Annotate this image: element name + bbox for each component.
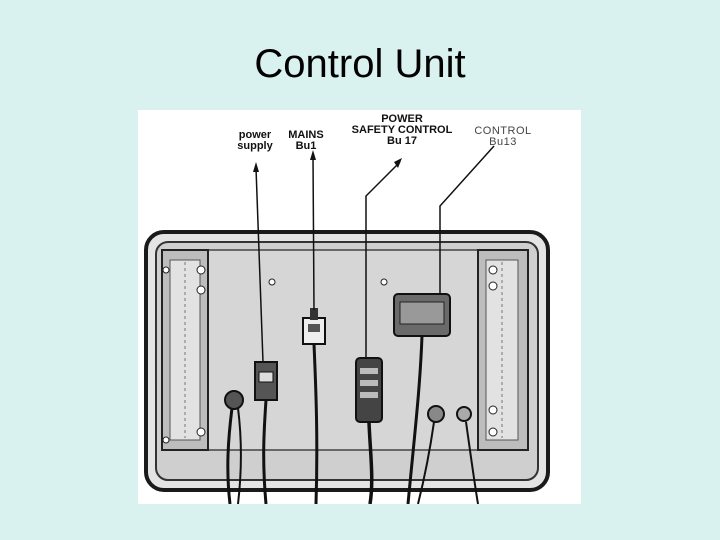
control-unit-drawing <box>144 145 550 504</box>
label-psc-line3: Bu 17 <box>387 135 417 147</box>
label-control-line2: Bu13 <box>489 136 517 148</box>
label-mains-line2: Bu1 <box>295 140 317 152</box>
label-control: CONTROL Bu13 <box>470 126 536 148</box>
control-unit-photo: power supply MAINS Bu1 POWER SAFETY CONT… <box>138 110 581 504</box>
label-psc-line2: SAFETY CONTROL <box>351 124 453 136</box>
label-mains-line1: MAINS <box>288 129 324 141</box>
label-psc-line1: POWER <box>381 113 423 125</box>
label-control-line1: CONTROL <box>474 125 532 137</box>
label-power-safety-control: POWER SAFETY CONTROL Bu 17 <box>342 114 462 147</box>
label-power-supply-line2: supply <box>237 140 273 152</box>
slide-title: Control Unit <box>254 42 466 86</box>
label-mains: MAINS Bu1 <box>284 130 328 152</box>
label-power-supply-line1: power <box>238 129 272 141</box>
label-power-supply: power supply <box>230 130 280 152</box>
